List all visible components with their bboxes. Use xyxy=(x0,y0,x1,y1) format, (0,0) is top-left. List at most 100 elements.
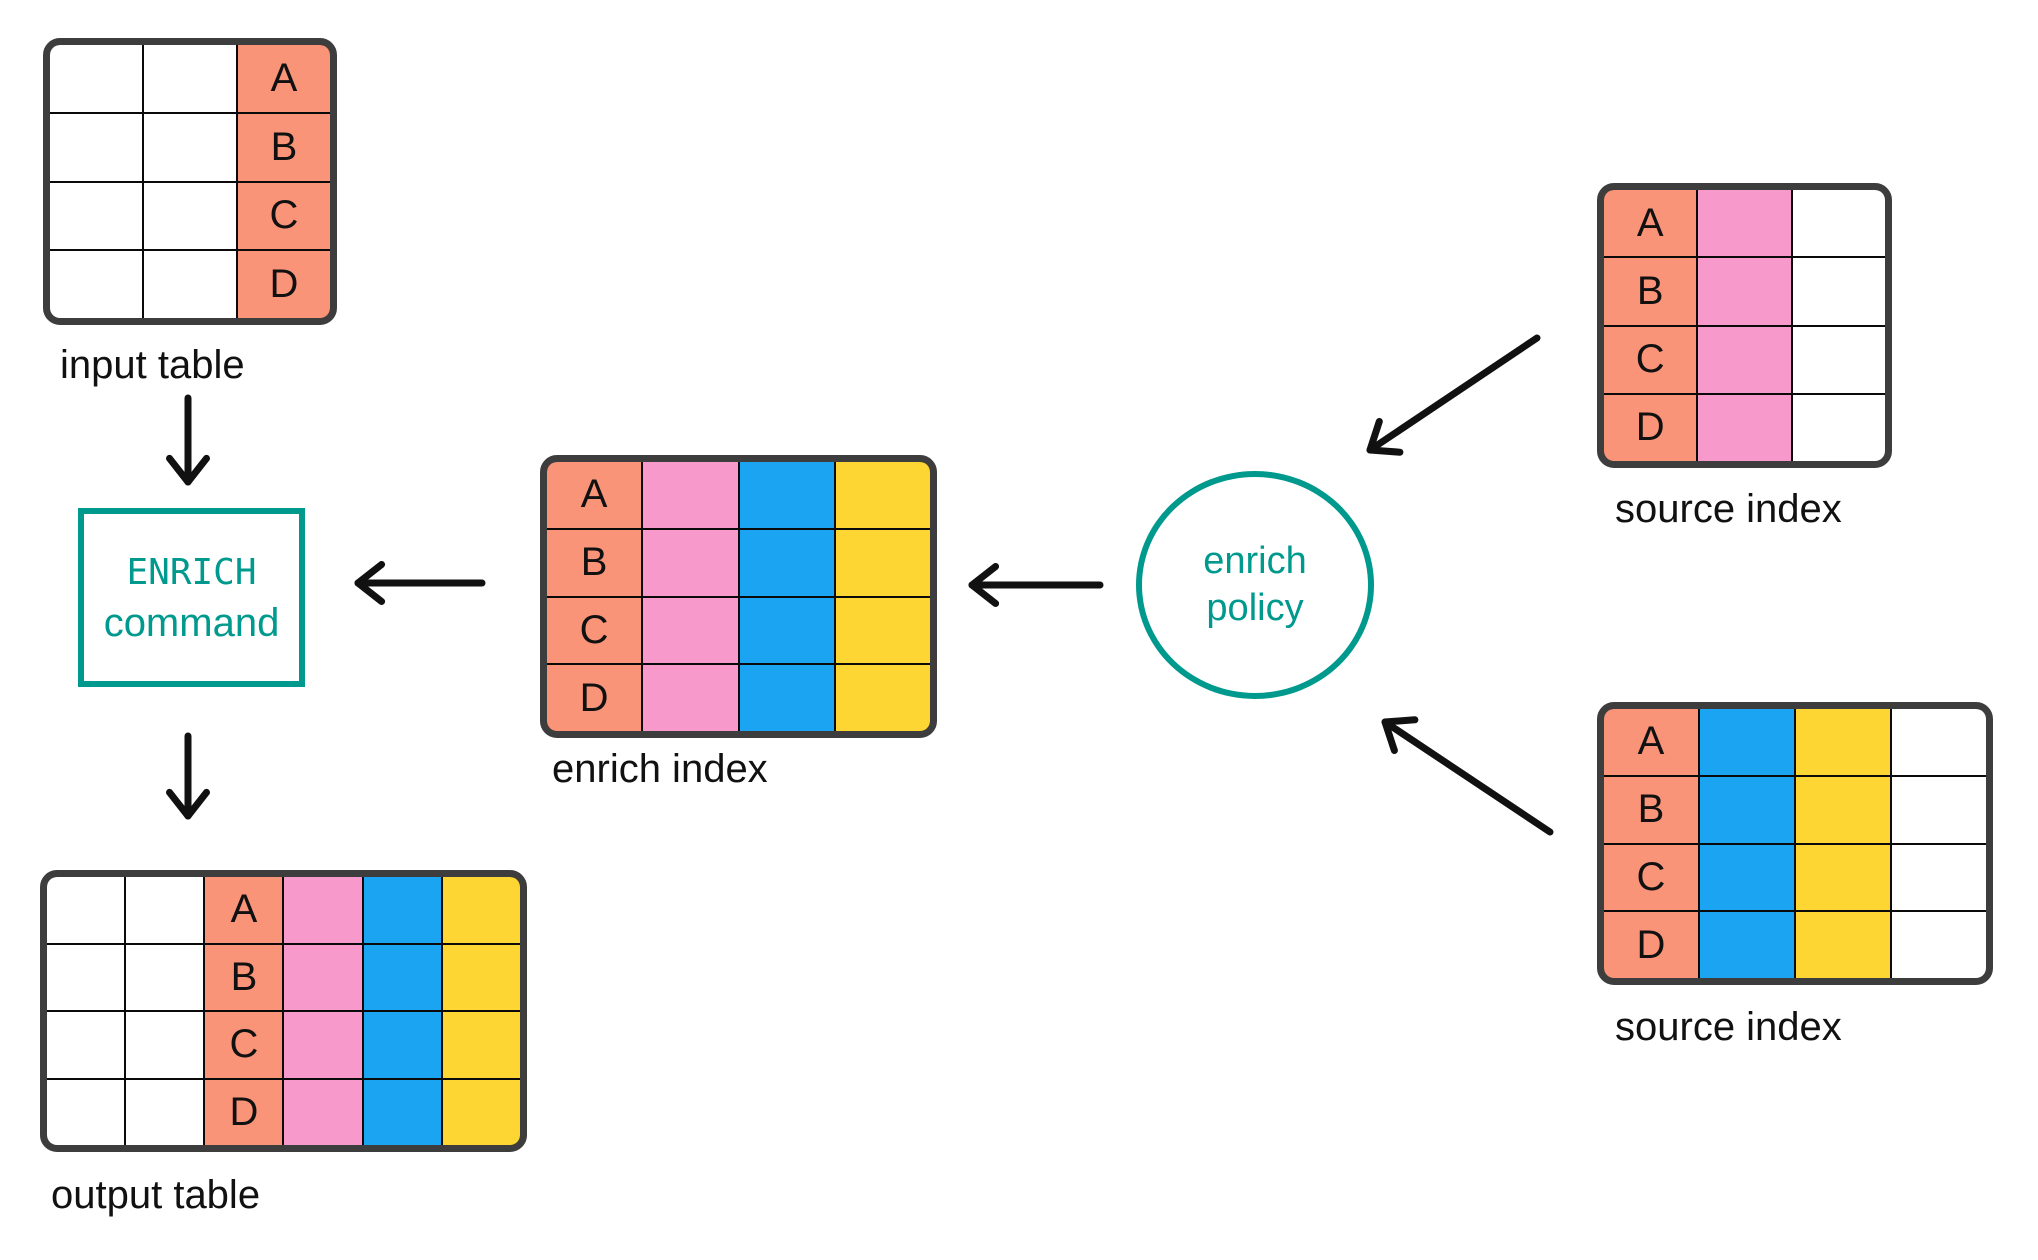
cell-salmon-d: D xyxy=(238,251,330,318)
cell-yellow xyxy=(442,1012,520,1078)
cell-white xyxy=(144,113,236,181)
cell-white xyxy=(126,944,204,1010)
cell-yellow xyxy=(835,597,930,664)
arrow-input-to-command xyxy=(166,394,210,486)
cell-white xyxy=(47,1079,125,1145)
cell-blue xyxy=(1700,912,1794,978)
cell-white xyxy=(50,113,142,181)
arrow-command-to-output xyxy=(166,732,210,820)
cell-white xyxy=(126,1079,204,1145)
cell-yellow xyxy=(1796,776,1890,843)
cell-white xyxy=(50,182,142,250)
cell-white xyxy=(126,877,204,943)
cell-white xyxy=(1892,709,1986,775)
cell-pink xyxy=(284,877,362,943)
cell-salmon-c: C xyxy=(1604,844,1698,911)
enrich-command-keyword: ENRICH xyxy=(126,551,257,593)
cell-salmon-b: B xyxy=(1604,776,1698,843)
cell-white xyxy=(144,182,236,250)
cell-pink xyxy=(1698,394,1791,461)
cell-yellow xyxy=(442,877,520,943)
cell-white xyxy=(47,877,125,943)
enrich-policy-circle: enrich policy xyxy=(1136,471,1374,699)
cell-white xyxy=(47,944,125,1010)
enrich-command-box: ENRICH command xyxy=(78,508,305,687)
cell-white xyxy=(144,45,236,112)
enrich-command-word: command xyxy=(103,600,280,645)
cell-pink xyxy=(284,944,362,1010)
cell-white xyxy=(1892,844,1986,911)
cell-blue xyxy=(1700,776,1794,843)
cell-salmon-a: A xyxy=(238,45,330,112)
cell-salmon-c: C xyxy=(205,1012,283,1078)
cell-blue xyxy=(1700,844,1794,911)
cell-blue xyxy=(1700,709,1794,775)
cell-pink xyxy=(284,1012,362,1078)
cell-salmon-c: C xyxy=(1604,326,1697,393)
cell-salmon-a: A xyxy=(1604,190,1697,257)
cell-salmon-b: B xyxy=(205,944,283,1010)
cell-white xyxy=(1892,912,1986,978)
cell-yellow xyxy=(835,529,930,596)
cell-yellow xyxy=(1796,709,1890,775)
cell-blue xyxy=(739,665,834,731)
cell-salmon-a: A xyxy=(1604,709,1698,775)
cell-salmon-d: D xyxy=(205,1079,283,1145)
cell-blue xyxy=(363,944,441,1010)
cell-yellow xyxy=(442,1079,520,1145)
source-index-bottom-label: source index xyxy=(1615,1005,1842,1049)
cell-pink xyxy=(1698,326,1791,393)
cell-yellow xyxy=(1796,844,1890,911)
cell-pink xyxy=(643,462,738,528)
cell-pink xyxy=(1698,190,1791,257)
arrow-source-bottom-to-policy xyxy=(1381,716,1554,836)
cell-pink xyxy=(643,665,738,731)
source-index-top-label: source index xyxy=(1615,487,1842,531)
cell-white xyxy=(1792,190,1885,257)
cell-salmon-d: D xyxy=(547,665,642,731)
cell-pink xyxy=(643,597,738,664)
arrow-index-to-command xyxy=(354,561,486,605)
cell-white xyxy=(50,251,142,318)
arrow-policy-to-index xyxy=(968,563,1104,607)
cell-salmon-b: B xyxy=(238,113,330,181)
cell-salmon-b: B xyxy=(1604,258,1697,325)
cell-salmon-c: C xyxy=(547,597,642,664)
cell-white xyxy=(1792,326,1885,393)
cell-blue xyxy=(363,1079,441,1145)
cell-yellow xyxy=(835,462,930,528)
cell-yellow xyxy=(442,944,520,1010)
cell-yellow xyxy=(835,665,930,731)
cell-white xyxy=(1892,776,1986,843)
cell-white xyxy=(1792,394,1885,461)
cell-pink xyxy=(643,529,738,596)
cell-salmon-a: A xyxy=(205,877,283,943)
cell-white xyxy=(1792,258,1885,325)
enrich-policy-word2: policy xyxy=(1206,587,1304,629)
cell-salmon-a: A xyxy=(547,462,642,528)
arrow-source-top-to-policy xyxy=(1366,334,1541,456)
cell-blue xyxy=(363,877,441,943)
input-table-label: input table xyxy=(60,343,245,387)
cell-white xyxy=(47,1012,125,1078)
enrich-policy-word1: enrich xyxy=(1203,540,1307,582)
cell-blue xyxy=(739,529,834,596)
cell-blue xyxy=(739,462,834,528)
cell-white xyxy=(126,1012,204,1078)
enrich-index-label: enrich index xyxy=(552,747,768,791)
cell-salmon-b: B xyxy=(547,529,642,596)
output-table-label: output table xyxy=(51,1173,261,1217)
cell-pink xyxy=(284,1079,362,1145)
cell-white xyxy=(50,45,142,112)
cell-blue xyxy=(739,597,834,664)
cell-salmon-c: C xyxy=(238,182,330,250)
cell-pink xyxy=(1698,258,1791,325)
cell-white xyxy=(144,251,236,318)
cell-blue xyxy=(363,1012,441,1078)
